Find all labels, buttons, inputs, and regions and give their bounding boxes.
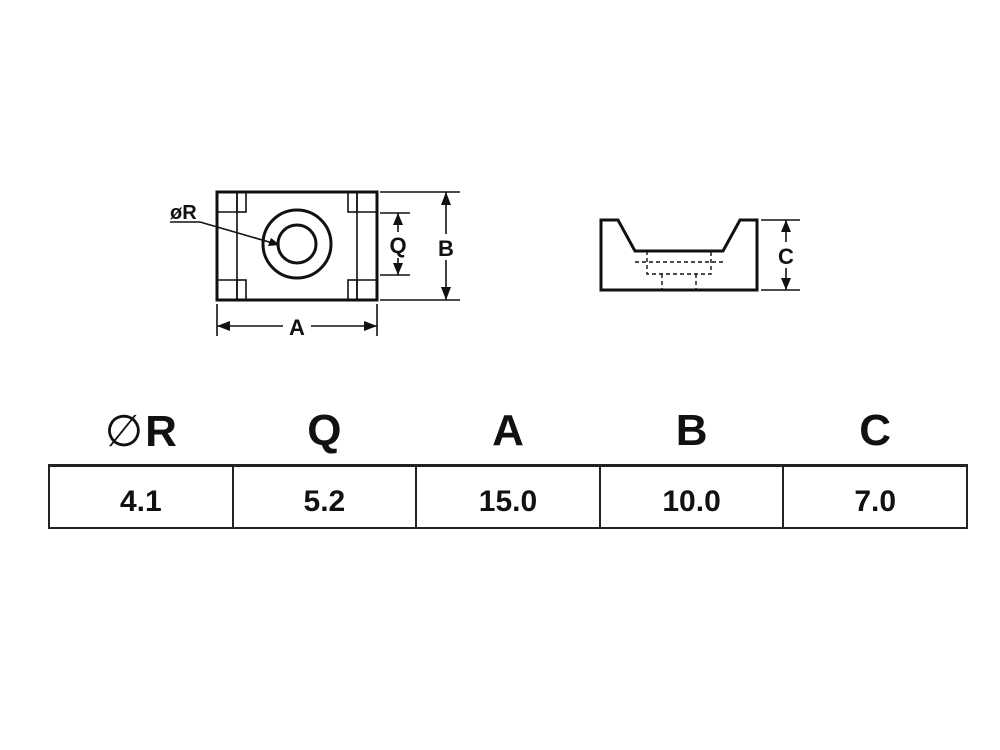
- value-cell-b: 10.0: [598, 464, 785, 529]
- top-view-notch-tl: [236, 191, 247, 213]
- arrowhead: [393, 213, 403, 225]
- label-backdrop: [773, 242, 799, 268]
- value-cell-r: 4.1: [48, 464, 234, 529]
- mounting-boss-outer: [261, 208, 333, 280]
- arrowhead: [217, 321, 230, 331]
- arrowhead: [441, 192, 451, 205]
- dimension-table: ∅R Q A B C 4.1 5.2 15.0 10.0 7.0: [48, 398, 968, 529]
- width-label: A: [289, 315, 305, 340]
- header-cell-a: A: [416, 398, 600, 466]
- table-row: 4.1 5.2 15.0 10.0 7.0: [48, 464, 968, 529]
- top-view: øR Q B A: [170, 190, 460, 340]
- header-text: Q: [307, 406, 342, 455]
- side-view: C: [599, 218, 800, 292]
- label-backdrop: [432, 234, 460, 260]
- header-cell-b: B: [600, 398, 784, 466]
- header-text: C: [859, 406, 892, 455]
- arrowhead: [781, 220, 791, 232]
- arrowhead: [268, 238, 280, 246]
- depth-label: B: [438, 236, 454, 261]
- height-label: C: [778, 244, 794, 269]
- table-header-row: ∅R Q A B C: [49, 398, 967, 466]
- header-cell-c: C: [783, 398, 967, 466]
- top-view-notch-tr: [347, 191, 358, 213]
- arrowhead: [364, 321, 377, 331]
- diameter-symbol: ∅: [104, 406, 144, 456]
- header-text: A: [492, 406, 524, 455]
- arrowhead: [393, 263, 403, 275]
- side-view-outline: [599, 218, 759, 292]
- arrowhead: [781, 278, 791, 290]
- header-text: B: [675, 406, 708, 455]
- slot-width-label: Q: [389, 233, 406, 258]
- value-cell-q: 5.2: [231, 464, 418, 529]
- top-view-outline: [215, 190, 379, 302]
- header-text: R: [145, 406, 177, 456]
- value-cell-c: 7.0: [782, 464, 968, 529]
- header-cell-r: ∅R: [49, 398, 233, 466]
- value-cell-a: 15.0: [415, 464, 601, 529]
- top-view-notch-br: [347, 279, 358, 301]
- hidden-counterbore: [646, 251, 712, 275]
- arrowhead: [441, 287, 451, 300]
- label-backdrop: [386, 232, 410, 258]
- mounting-hole: [276, 223, 318, 265]
- header-cell-q: Q: [233, 398, 417, 466]
- hole-diameter-leader: [199, 221, 277, 245]
- hole-diameter-label: øR: [170, 202, 197, 224]
- label-backdrop: [283, 314, 311, 338]
- top-view-notch-bl: [236, 279, 247, 301]
